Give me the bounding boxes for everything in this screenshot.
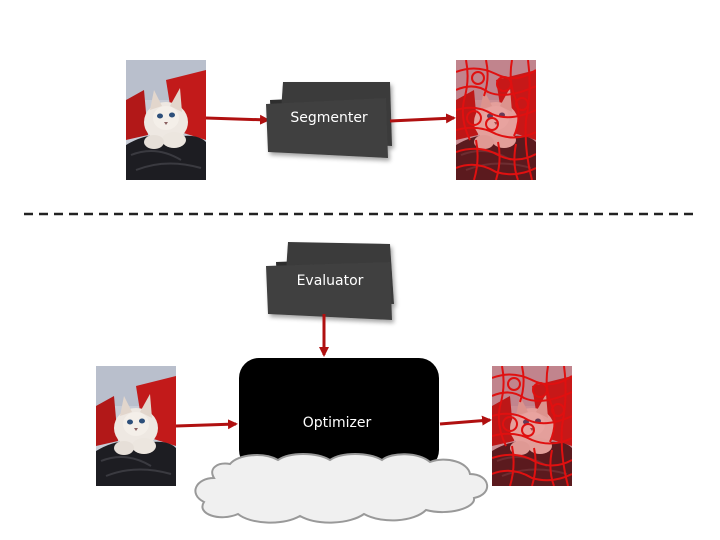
output-segmented-image-bottom [492,366,572,486]
output-segmented-image-top [456,60,536,180]
arrow-segmenter-to-output [389,113,456,124]
input-cat-image-top [126,60,206,180]
segmenter-label: Segmenter [290,110,368,126]
input-cat-image-bottom [96,366,176,486]
arrow-optimizer-to-output [439,415,492,426]
arrow-input-to-optimizer [175,419,238,430]
optimizer-label: Optimizer [303,415,372,431]
evaluator-label: Evaluator [297,273,364,289]
arrow-input-to-segmenter [205,114,270,125]
optimizer-box [239,358,439,470]
cloud-shape [194,453,488,524]
segmenter-box [266,82,392,158]
evaluator-box [266,242,394,320]
